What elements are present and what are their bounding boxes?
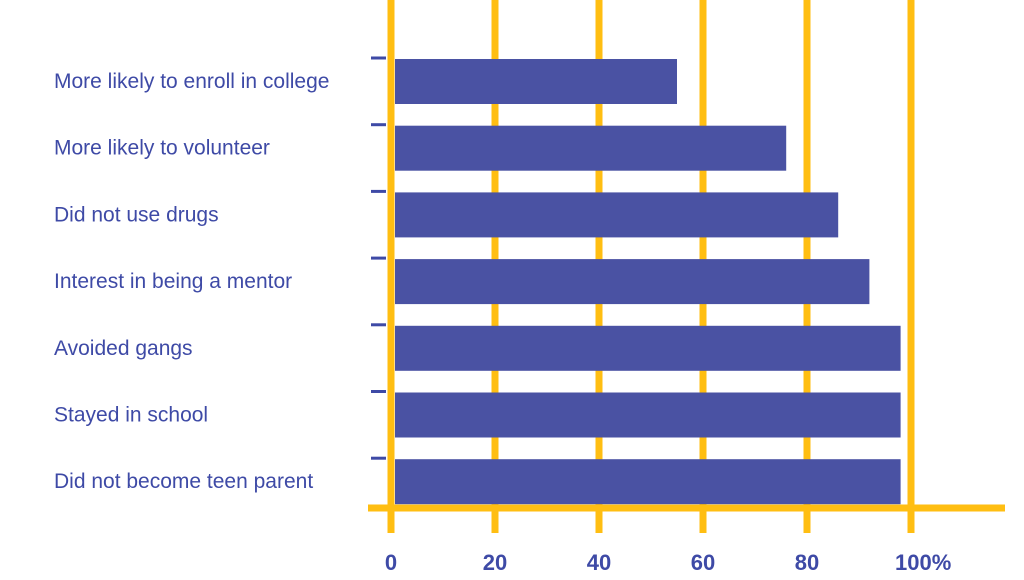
bar: [395, 259, 870, 305]
x-tick-label: 40: [587, 550, 611, 575]
category-label: Interest in being a mentor: [54, 270, 292, 293]
bar: [395, 325, 901, 371]
bar: [395, 192, 839, 238]
x-tick-label: 100%: [895, 550, 951, 575]
x-tick-label: 20: [483, 550, 507, 575]
category-label: More likely to volunteer: [54, 137, 270, 160]
bars: [395, 59, 901, 505]
bar: [395, 59, 677, 104]
category-label: Stayed in school: [54, 404, 208, 427]
bar: [395, 459, 901, 505]
bar: [395, 125, 787, 171]
x-tick-label: 60: [691, 550, 715, 575]
category-label: Avoided gangs: [54, 337, 193, 360]
x-tick-label: 80: [795, 550, 819, 575]
category-label: More likely to enroll in college: [54, 70, 329, 93]
bar: [395, 392, 901, 438]
axes: [368, 56, 1005, 512]
category-label: Did not become teen parent: [54, 470, 313, 493]
x-tick-labels: 0 20 40 60 80 100%: [385, 550, 951, 575]
x-tick-label: 0: [385, 550, 397, 575]
category-label: Did not use drugs: [54, 203, 219, 226]
